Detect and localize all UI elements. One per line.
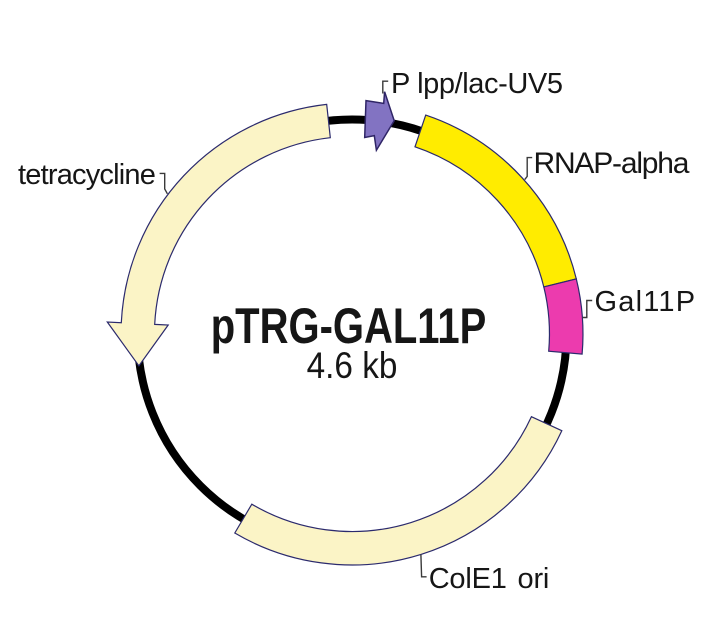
- svg-text:P lpp/lac-UV5: P lpp/lac-UV5: [391, 68, 563, 100]
- svg-text:RNAP-alpha: RNAP-alpha: [534, 147, 690, 180]
- svg-text:Gal11P: Gal11P: [595, 286, 697, 318]
- svg-text:pTRG-GAL11P: pTRG-GAL11P: [211, 298, 487, 354]
- svg-text:4.6 kb: 4.6 kb: [307, 345, 398, 386]
- svg-text:tetracycline: tetracycline: [18, 159, 155, 191]
- svg-text:ColE1 ori: ColE1 ori: [429, 563, 549, 595]
